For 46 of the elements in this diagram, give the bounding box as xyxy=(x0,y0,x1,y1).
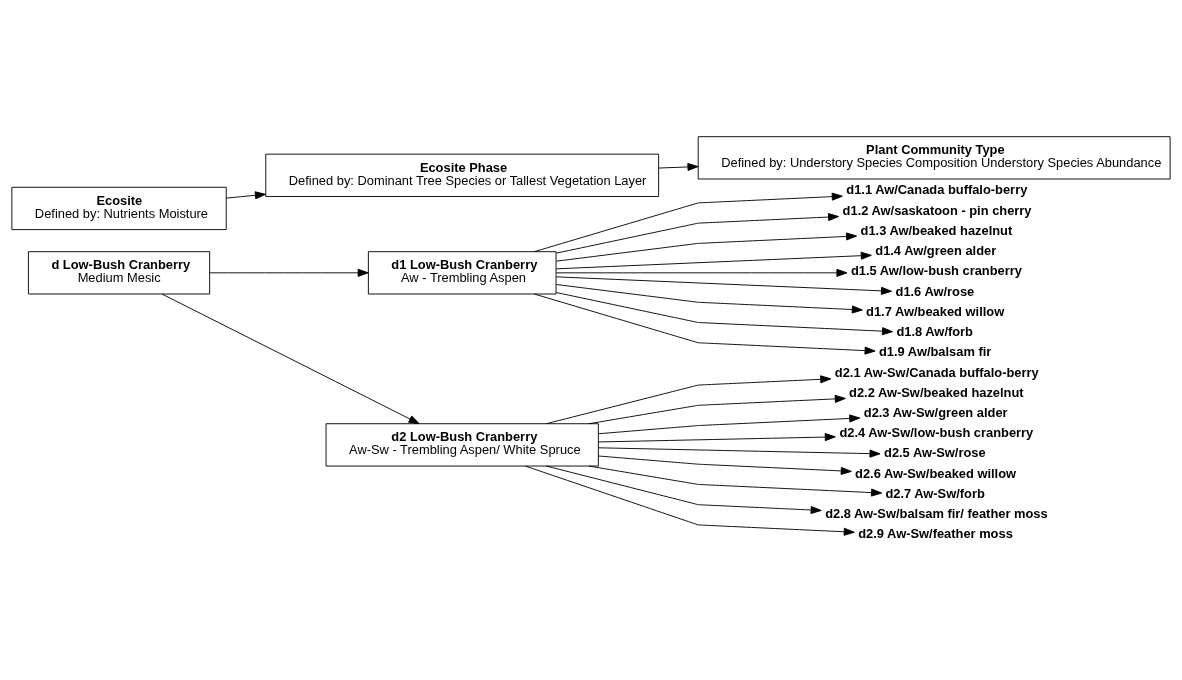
node-text: d2.7 Aw-Sw/forb xyxy=(885,485,985,501)
node-text: d2.3 Aw-Sw/green alder xyxy=(863,405,1008,420)
arrow xyxy=(545,465,822,514)
arrow xyxy=(598,447,881,458)
arrow xyxy=(555,268,848,277)
node-text: d1.2 Aw/saskatoon - pin cherry xyxy=(842,202,1032,218)
arrow xyxy=(588,394,846,425)
node-text: d1.7 Aw/beaked willow xyxy=(866,303,1005,319)
arrow xyxy=(598,414,861,435)
node-text: d2.8 Aw-Sw/balsam fir/ feather moss xyxy=(825,506,1048,522)
node-text: d2.6 Aw-Sw/beaked willow xyxy=(855,465,1017,481)
node-text: d1.9 Aw/balsam fir xyxy=(878,344,992,360)
node-text: d2.2 Aw-Sw/beaked hazelnut xyxy=(849,384,1024,400)
arrow xyxy=(209,268,369,277)
arrow xyxy=(545,375,832,425)
node-text: d1.8 Aw/forb xyxy=(896,324,973,340)
arrow xyxy=(555,232,858,262)
node-box: Ecosite Phase Defined by: Dominant Tree Species or Tallest Vegetation Layer xyxy=(265,153,660,197)
node-box: d Low-Bush Cranberry Medium Mesic xyxy=(27,251,211,295)
arrow xyxy=(555,284,863,314)
node-box: Plant Community Type Defined by: Understory Species Composition Understory Species Abundance xyxy=(697,136,1171,180)
node-text: d2.1 Aw-Sw/Canada buffalo-berry xyxy=(834,364,1039,380)
node-text: d2.5 Aw-Sw/rose xyxy=(884,445,986,461)
node-box: d2 Low-Bush Cranberry Aw-Sw - Trembling Aspen/ White Spruce xyxy=(325,423,599,467)
arrow xyxy=(533,293,876,355)
arrow xyxy=(598,433,836,443)
node-text: d2.9 Aw-Sw/feather moss xyxy=(858,526,1013,542)
node-box: d1 Low-Bush Cranberry Aw - Trembling Aspen xyxy=(367,251,557,295)
arrow xyxy=(555,251,872,270)
node-text: d1.5 Aw/low-bush cranberry xyxy=(850,263,1022,279)
arrow xyxy=(555,276,893,295)
node-box: Ecosite Defined by: Nutrients Moisture xyxy=(11,186,227,231)
arrow xyxy=(555,213,840,254)
arrow xyxy=(555,292,894,336)
node-text: d1.6 Aw/rose xyxy=(895,283,975,299)
arrow xyxy=(225,191,266,200)
arrow xyxy=(588,465,883,497)
node-text: d2.4 Aw-Sw/low-bush cranberry xyxy=(839,425,1034,441)
node-text: d1.1 Aw/Canada buffalo-berry xyxy=(846,182,1028,198)
node-text: d1.4 Aw/green alder xyxy=(875,243,997,259)
arrow xyxy=(525,465,855,536)
arrow xyxy=(161,293,420,425)
arrow xyxy=(533,192,843,253)
node-text: d1.3 Aw/beaked hazelnut xyxy=(860,222,1013,238)
arrow xyxy=(598,455,852,475)
arrow xyxy=(658,162,699,171)
